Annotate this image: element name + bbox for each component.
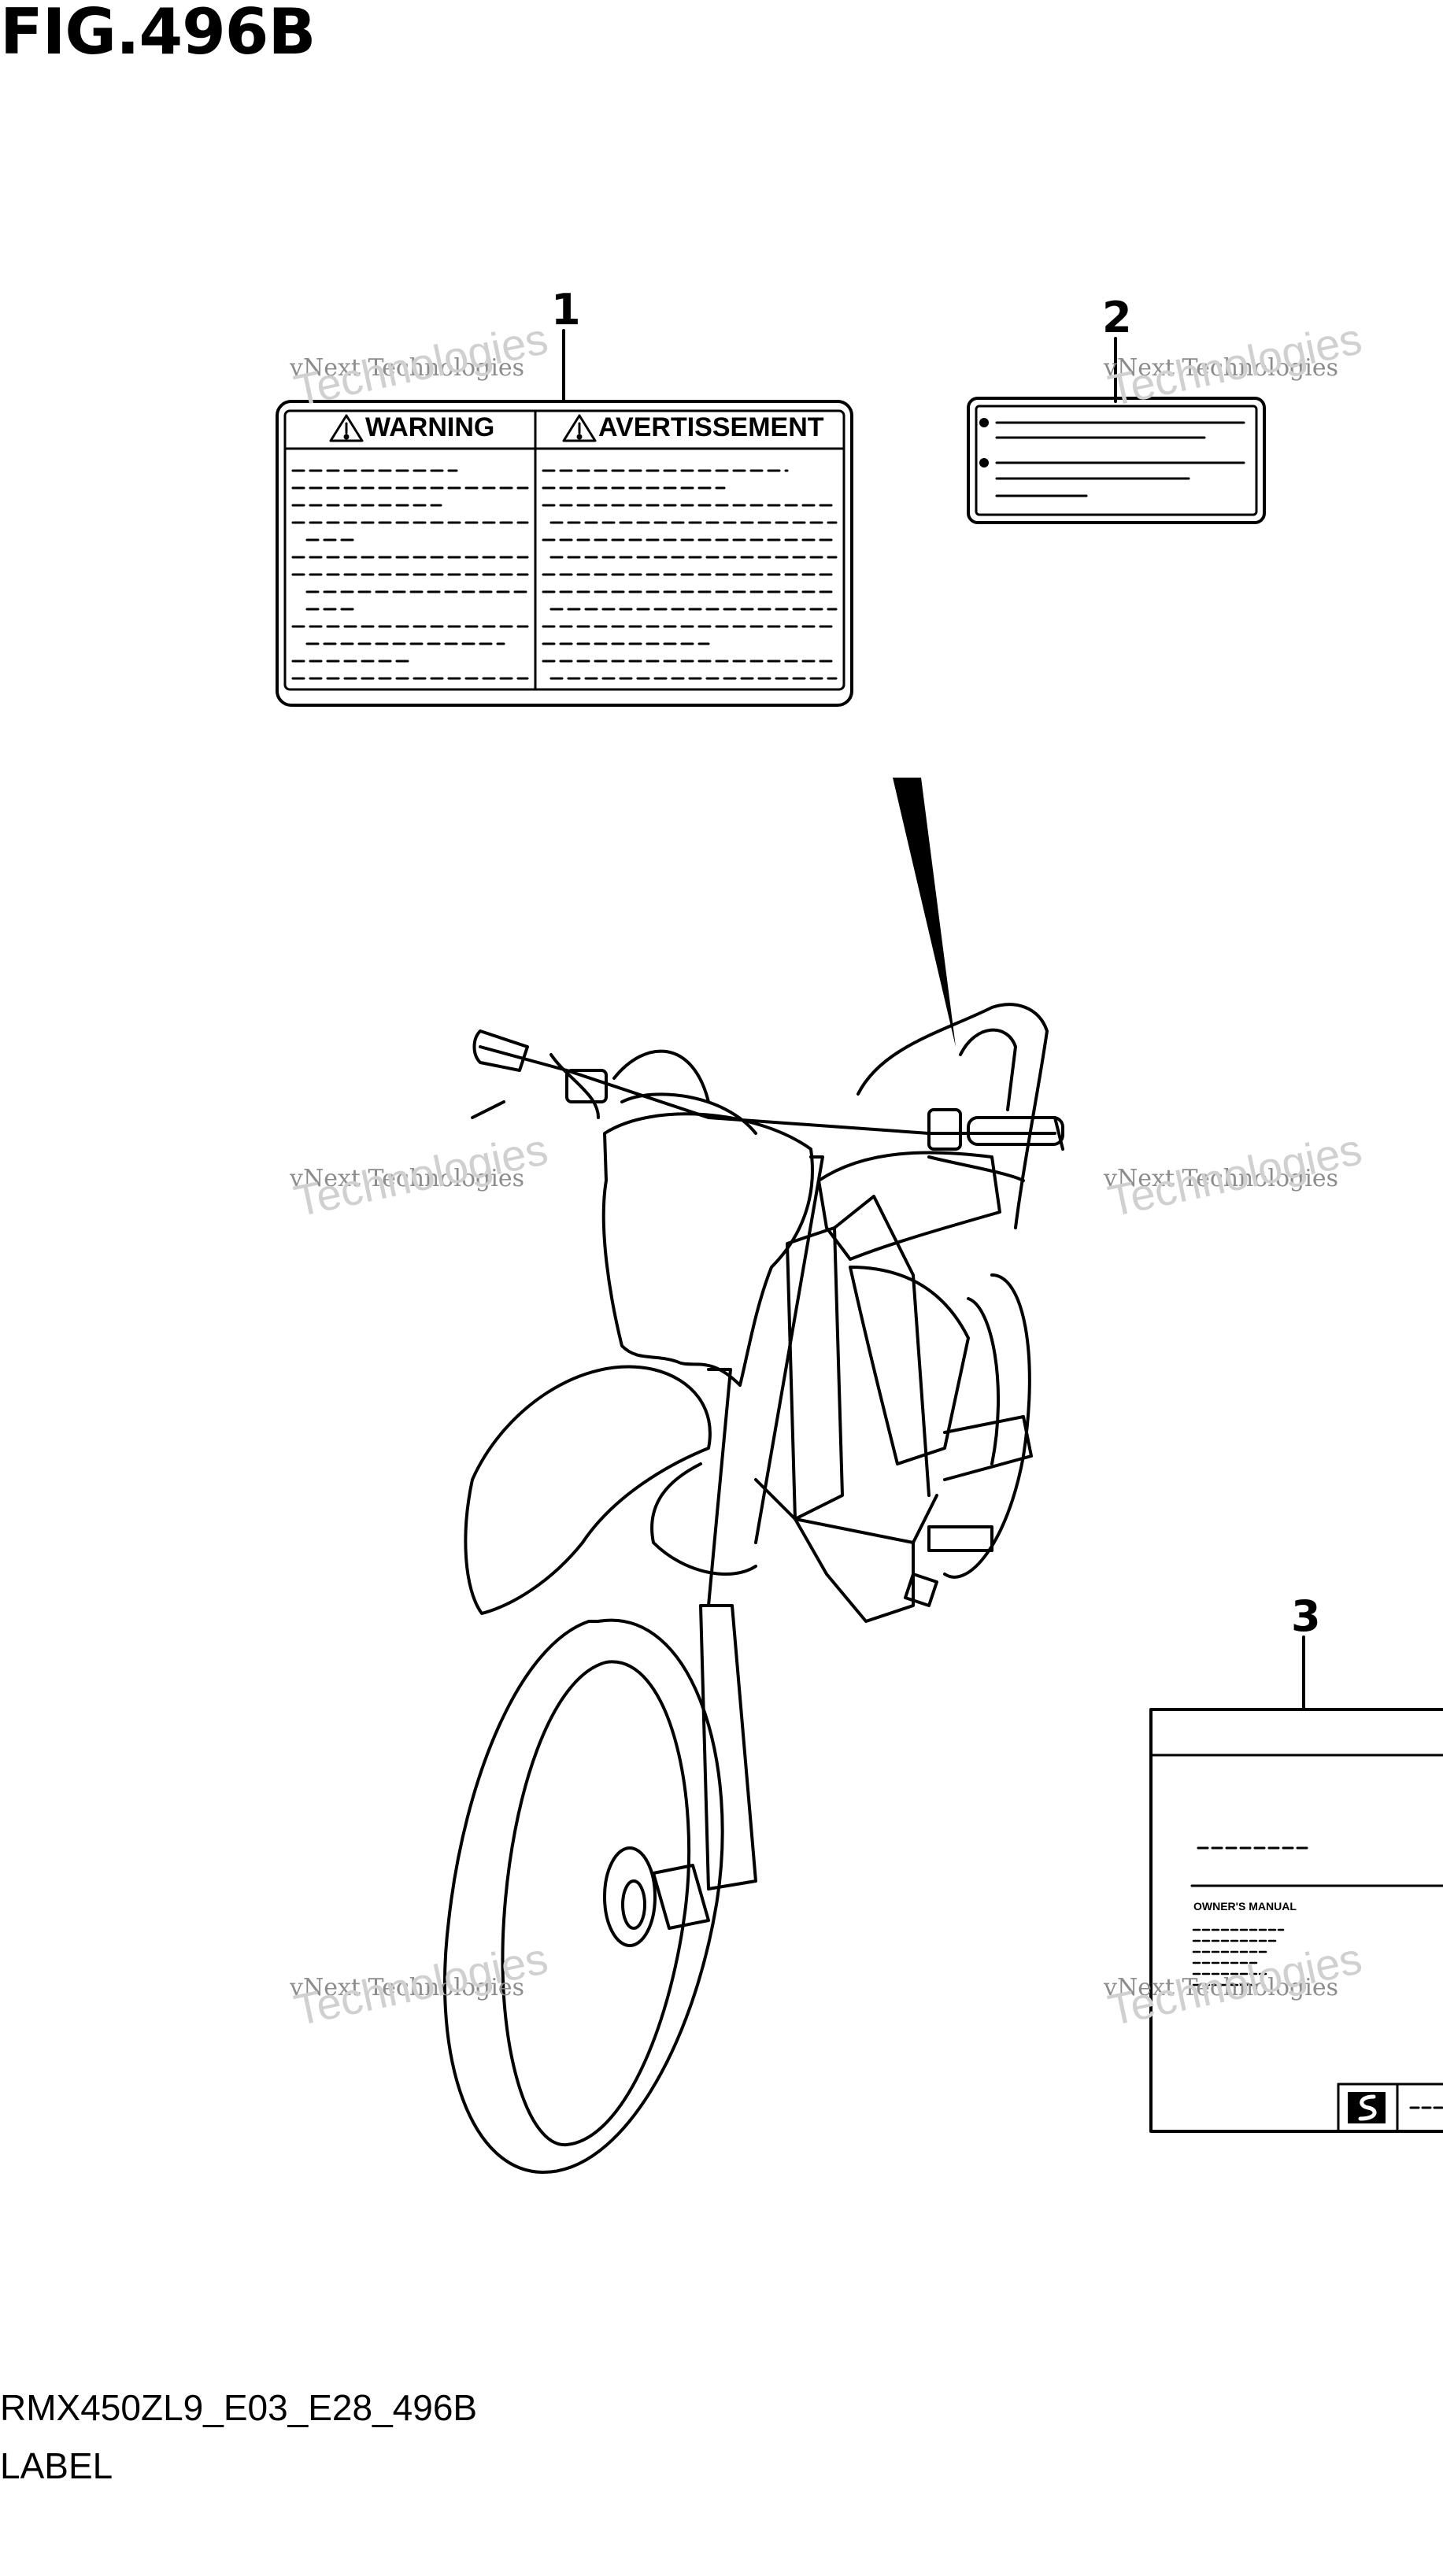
callout-2: 2 — [1102, 293, 1132, 342]
model-code: RMX450ZL9_E03_E28_496B — [0, 2387, 478, 2428]
warning-triangle-icon — [562, 414, 597, 442]
pointer-arrow — [893, 778, 956, 1047]
info-label — [967, 397, 1266, 524]
warning-triangle-icon — [329, 414, 364, 442]
avertissement-heading: AVERTISSEMENT — [598, 412, 824, 442]
callout-1: 1 — [551, 285, 581, 334]
warning-heading: WARNING — [365, 412, 495, 442]
owners-manual — [1149, 1708, 1443, 2133]
owners-manual-title: OWNER'S MANUAL — [1193, 1900, 1297, 1913]
section-label: LABEL — [0, 2445, 113, 2486]
callout-3: 3 — [1291, 1591, 1321, 1641]
figure-title: FIG.496B — [0, 0, 316, 68]
warning-label — [276, 400, 853, 707]
motorcycle-drawing — [442, 1003, 1064, 2174]
